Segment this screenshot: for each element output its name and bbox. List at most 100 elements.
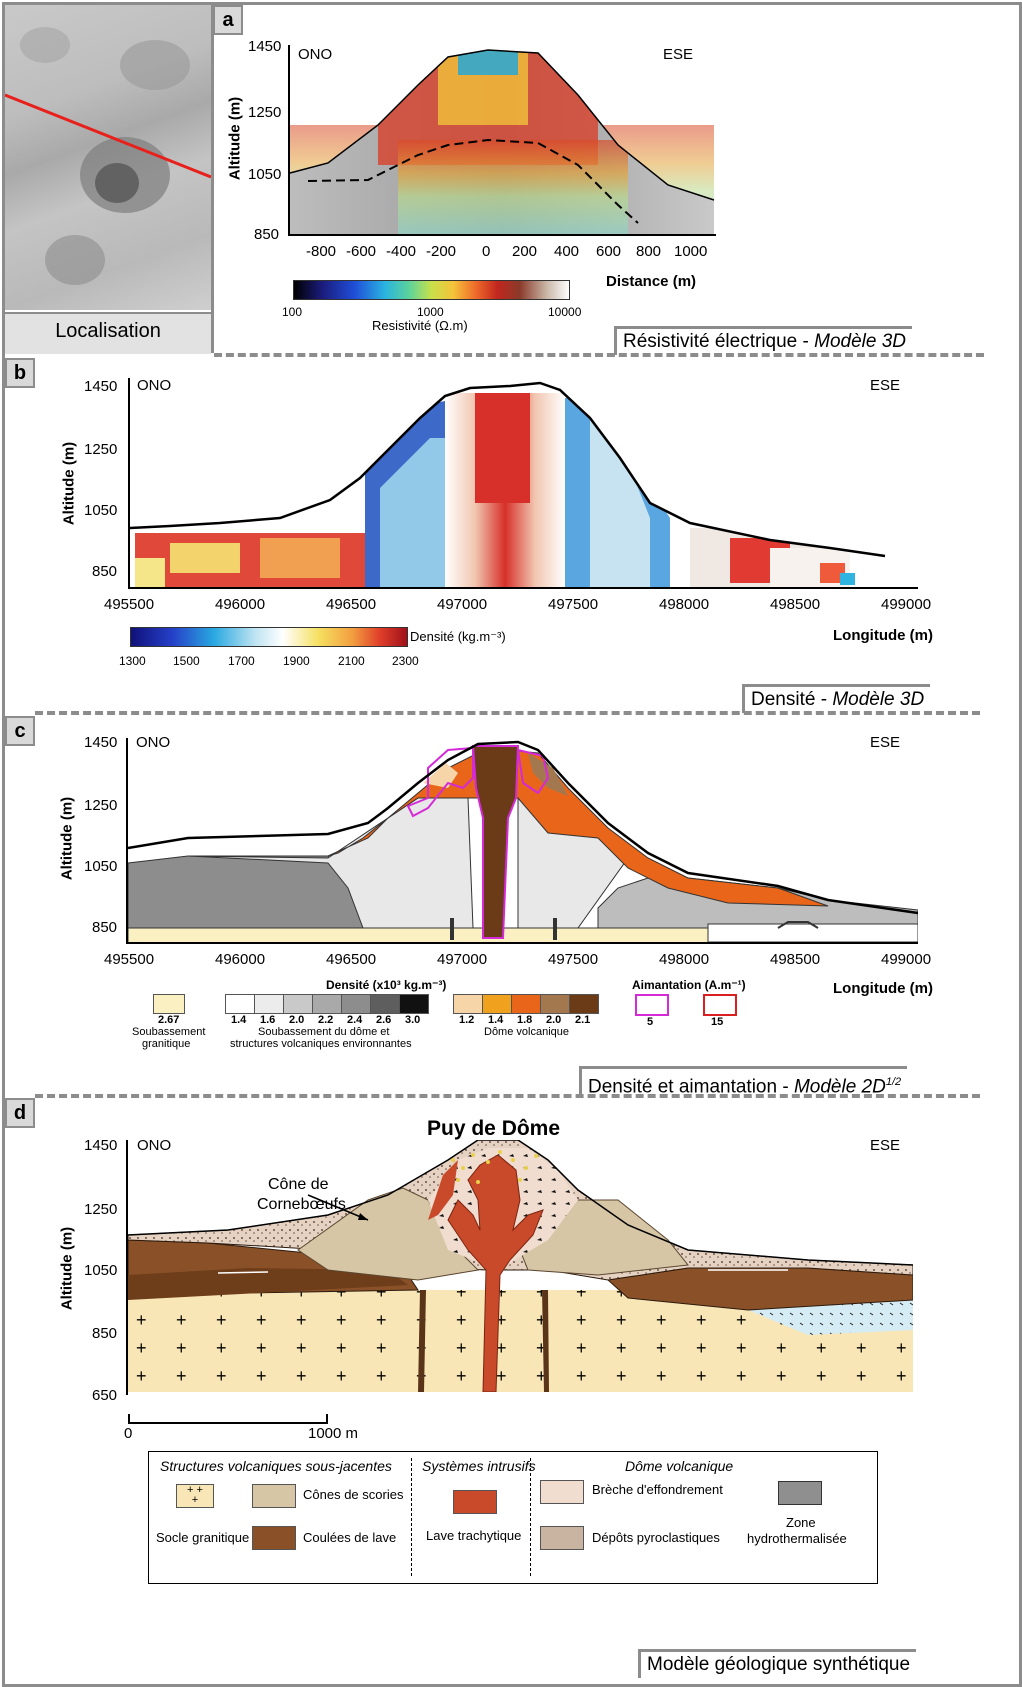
panel-a-cb-tick: 1000 (417, 305, 444, 319)
panel-a-cb-tick: 100 (282, 305, 303, 319)
panel-c-density-title: Densité (x10³ kg.m⁻³) (326, 978, 447, 992)
cones-swatch (252, 1484, 296, 1508)
panel-c-ylabel: Altitude (m) (58, 796, 76, 881)
cone-label-2: Cornebœufs (257, 1196, 346, 1213)
panel-b-cb-tick: 1900 (283, 654, 310, 668)
dome-label: Dôme volcanique (484, 1026, 569, 1038)
panel-b-xlabel: Longitude (m) (833, 627, 933, 644)
dome-value: 1.4 (488, 1014, 504, 1026)
panel-a-ylabel: Altitude (m) (226, 96, 244, 181)
panel-c-letter: c (5, 716, 35, 746)
panel-c-xtick: 499000 (881, 951, 932, 968)
panel-b-ytick: 850 (92, 563, 118, 580)
panel-b-xtick: 496500 (326, 596, 377, 613)
panel-a-ytick: 1450 (248, 38, 282, 55)
panel-c-tag-sup: 1/2 (885, 1076, 902, 1088)
panel-b-xtick: 497000 (437, 596, 488, 613)
panel-a-left-dir: ONO (298, 46, 333, 63)
panel-b-tag-italic: Modèle 3D (832, 689, 925, 710)
lave-swatch (453, 1490, 497, 1514)
dome-swatch-2 (482, 994, 512, 1014)
panel-c-xlabel: Longitude (m) (833, 980, 933, 997)
dome-swatch-5 (569, 994, 599, 1014)
dome-value: 2.1 (575, 1014, 591, 1026)
scale-end: 1000 m (308, 1425, 359, 1442)
magnet-value: 15 (711, 1016, 724, 1028)
panel-c-ytick: 1050 (84, 858, 118, 875)
panel-d-ytick: 1050 (84, 1262, 118, 1279)
legend-breche: Brèche d'effondrement (592, 1482, 723, 1497)
panel-a-xlabel: Distance (m) (606, 273, 697, 290)
separator-cd (35, 1094, 980, 1098)
basement-boundary (307, 138, 639, 224)
basement-swatch-7 (399, 994, 429, 1014)
basement-value: 2.2 (318, 1014, 334, 1026)
panel-c-xtick: 497500 (548, 951, 599, 968)
legend-zone-2: hydrothermalisée (747, 1531, 847, 1546)
panel-a-tag-main: Résistivité électrique - (623, 331, 815, 352)
panel-b-ytick: 1050 (84, 502, 118, 519)
magnet-swatch-5 (635, 994, 669, 1016)
panel-d-ytick: 850 (92, 1325, 118, 1342)
basement-value: 2.4 (347, 1014, 363, 1026)
panel-a-tag: Résistivité électrique - Modèle 3D (614, 326, 913, 355)
panel-b-right-dir: ESE (870, 377, 901, 394)
geology-legend (148, 1451, 878, 1584)
panel-a-ytick: 1050 (248, 166, 282, 183)
scale-start: 0 (124, 1425, 133, 1442)
legend-h3: Dôme volcanique (625, 1458, 734, 1474)
density-section (130, 378, 920, 588)
legend-h2: Systèmes intrusifs (422, 1458, 536, 1474)
panel-c-xtick: 496000 (215, 951, 266, 968)
separator-bc (35, 711, 980, 715)
granite-swatch (153, 994, 185, 1014)
granite-label-1: Soubassement (132, 1026, 206, 1038)
panel-b-xtick: 498000 (659, 596, 710, 613)
panel-a-xtick: 0 (482, 243, 491, 260)
depots-swatch (540, 1526, 584, 1550)
basement-swatch-5 (341, 994, 371, 1014)
dome-value: 1.2 (459, 1014, 475, 1026)
basement-value: 3.0 (405, 1014, 421, 1026)
panel-a-xtick: -400 (386, 243, 417, 260)
panel-a-xtick: 1000 (674, 243, 708, 260)
panel-c-xtick: 498000 (659, 951, 710, 968)
dome-swatch-1 (453, 994, 483, 1014)
panel-d-tag: Modèle géologique synthétique (638, 1649, 917, 1678)
panel-b-xtick: 497500 (548, 596, 599, 613)
panel-b-xtick: 499000 (881, 596, 932, 613)
basement-swatch-2 (254, 994, 284, 1014)
density-colorbar (130, 627, 408, 647)
panel-b-xtick: 498500 (770, 596, 821, 613)
panel-c-xtick: 497000 (437, 951, 488, 968)
panel-c-xtick: 496500 (326, 951, 377, 968)
panel-d-yaxis (126, 1140, 128, 1395)
profile-line (5, 93, 211, 179)
resistivity-section (289, 49, 715, 235)
panel-d-left-dir: ONO (137, 1137, 172, 1154)
panel-b-xtick: 495500 (104, 596, 155, 613)
cone-label-1: Cône de (268, 1176, 329, 1193)
panel-b-cb-label: Densité (kg.m⁻³) (410, 629, 506, 644)
basement-swatch-4 (312, 994, 342, 1014)
panel-a-ytick: 850 (254, 226, 280, 243)
density-magnet-model (128, 740, 918, 943)
geological-model: + (128, 1140, 913, 1392)
panel-c-right-dir: ESE (870, 734, 901, 751)
basement-label-2: structures volcaniques environnantes (230, 1038, 412, 1050)
basement-value: 1.6 (260, 1014, 276, 1026)
legend-zone-1: Zone (786, 1515, 816, 1530)
zone-swatch (778, 1481, 822, 1505)
breche-swatch (540, 1480, 584, 1504)
panel-d-ytick: 1450 (84, 1137, 118, 1154)
panel-b-ylabel: Altitude (m) (60, 441, 78, 526)
panel-a-xtick: 200 (512, 243, 538, 260)
panel-b-ytick: 1250 (84, 441, 118, 458)
panel-a-xtick: -800 (306, 243, 337, 260)
panel-b-yaxis (128, 378, 130, 588)
basement-value: 2.0 (289, 1014, 305, 1026)
separator-ab (214, 353, 984, 357)
panel-b-xtick: 496000 (215, 596, 266, 613)
location-divider (211, 5, 214, 353)
socle-swatch: + ++ (176, 1484, 214, 1508)
